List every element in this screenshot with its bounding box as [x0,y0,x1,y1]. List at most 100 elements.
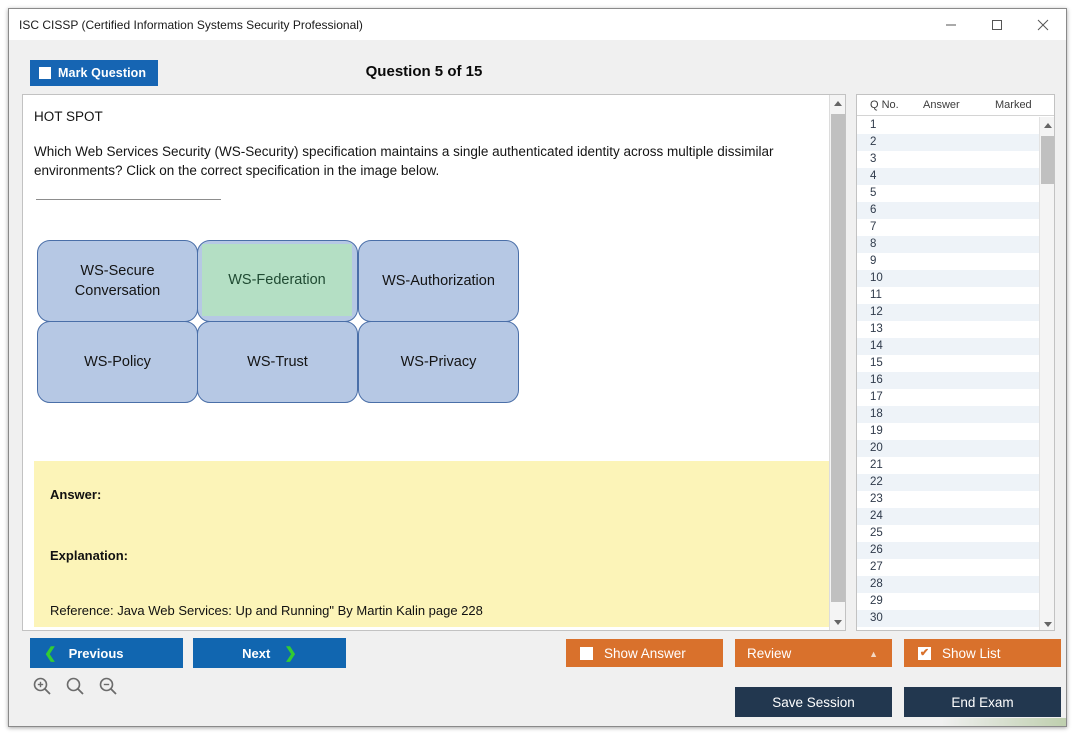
question-list-row[interactable]: 23 [857,491,1040,508]
next-button-label: Next [242,646,270,661]
close-icon[interactable] [1020,9,1066,40]
question-number: 28 [870,578,883,590]
explanation-label: Explanation: [50,548,128,563]
question-number: 26 [870,544,883,556]
maximize-icon[interactable] [974,9,1020,40]
separator-rule [36,199,221,200]
question-list-row[interactable]: 21 [857,457,1040,474]
question-number: 20 [870,442,883,454]
hotspot-box-ws-authorization[interactable]: WS-Authorization [358,240,519,322]
review-dropdown-button[interactable]: Review ▲ [735,639,892,667]
scroll-down-arrow-icon[interactable] [830,613,846,630]
question-list-row[interactable]: 30 [857,610,1040,627]
question-list-row[interactable]: 14 [857,338,1040,355]
hotspot-box-ws-secure-conversation[interactable]: WS-Secure Conversation [37,240,198,322]
exam-application-window: ISC CISSP (Certified Information Systems… [8,8,1067,727]
previous-button[interactable]: ❮ Previous [30,638,183,668]
hotspot-box-ws-policy[interactable]: WS-Policy [37,321,198,403]
question-number: 11 [870,289,882,301]
previous-button-label: Previous [69,646,124,661]
question-list-row[interactable]: 25 [857,525,1040,542]
show-list-checkbox-icon[interactable]: ✔ [918,647,931,660]
question-list-row[interactable]: 20 [857,440,1040,457]
question-list-row[interactable]: 15 [857,355,1040,372]
question-list-row[interactable]: 19 [857,423,1040,440]
question-number: 2 [870,136,876,148]
question-number: 8 [870,238,876,250]
question-list-scrollbar[interactable] [1039,117,1054,631]
question-list-row[interactable]: 11 [857,287,1040,304]
content-vertical-scrollbar[interactable] [829,95,845,630]
question-list-row[interactable]: 16 [857,372,1040,389]
question-list-row[interactable]: 7 [857,219,1040,236]
question-list-row[interactable]: 24 [857,508,1040,525]
question-number: 1 [870,119,876,131]
show-answer-checkbox-icon[interactable]: ✖ [580,647,593,660]
question-number: 15 [870,357,883,369]
question-list-row[interactable]: 28 [857,576,1040,593]
column-header-answer: Answer [923,99,960,111]
list-scroll-down-arrow-icon[interactable] [1040,615,1055,631]
question-number: 18 [870,408,883,420]
question-list-row[interactable]: 4 [857,168,1040,185]
question-list-row[interactable]: 22 [857,474,1040,491]
window-title: ISC CISSP (Certified Information Systems… [19,18,363,32]
answer-label: Answer: [50,487,101,502]
show-answer-label: Show Answer [604,646,686,661]
question-list-row[interactable]: 27 [857,559,1040,576]
window-title-bar: ISC CISSP (Certified Information Systems… [9,9,1066,40]
question-list-row[interactable]: 9 [857,253,1040,270]
question-number: 16 [870,374,883,386]
show-answer-button[interactable]: ✖ Show Answer [566,639,723,667]
question-number: 3 [870,153,876,165]
chevron-left-icon: ❮ [44,646,57,661]
chevron-up-icon: ▲ [869,649,878,659]
question-list-row[interactable]: 29 [857,593,1040,610]
question-list-row[interactable]: 10 [857,270,1040,287]
chevron-right-icon: ❯ [284,646,297,661]
zoom-reset-icon[interactable] [64,675,86,697]
question-list-panel: Q No. Answer Marked 12345678910111213141… [856,94,1055,631]
question-list-header: Q No. Answer Marked [857,95,1054,116]
question-list-row[interactable]: 6 [857,202,1040,219]
question-list-row[interactable]: 12 [857,304,1040,321]
question-text: Which Web Services Security (WS-Security… [34,142,836,180]
column-header-q-no: Q No. [870,99,899,111]
save-session-label: Save Session [772,695,855,710]
question-list-row[interactable]: 17 [857,389,1040,406]
end-exam-button[interactable]: End Exam [904,687,1061,717]
hotspot-diagram: WS-Secure Conversation WS-Authorization … [37,240,537,405]
minimize-icon[interactable] [928,9,974,40]
question-list-scrollbar-thumb[interactable] [1041,136,1055,184]
question-number: 27 [870,561,883,573]
show-list-button[interactable]: ✔ Show List [904,639,1061,667]
next-button[interactable]: Next ❯ [193,638,346,668]
question-list-row[interactable]: 2 [857,134,1040,151]
question-number: 10 [870,272,883,284]
question-number: 25 [870,527,883,539]
question-number: 30 [870,612,883,624]
question-list-row[interactable]: 3 [857,151,1040,168]
question-number: 14 [870,340,883,352]
hotspot-box-ws-federation[interactable] [197,240,358,322]
save-session-button[interactable]: Save Session [735,687,892,717]
question-number: 19 [870,425,883,437]
question-number: 9 [870,255,876,267]
question-number: 6 [870,204,876,216]
question-list-row[interactable]: 26 [857,542,1040,559]
question-type-label: HOT SPOT [34,109,103,124]
question-list-row[interactable]: 13 [857,321,1040,338]
question-list-row[interactable]: 5 [857,185,1040,202]
question-counter: Question 5 of 15 [9,63,839,80]
question-list-row[interactable]: 8 [857,236,1040,253]
scroll-up-arrow-icon[interactable] [830,95,846,112]
question-list-row[interactable]: 1 [857,117,1040,134]
content-scrollbar-thumb[interactable] [831,114,845,602]
hotspot-box-ws-trust[interactable]: WS-Trust [197,321,358,403]
hotspot-box-ws-privacy[interactable]: WS-Privacy [358,321,519,403]
question-list-row[interactable]: 18 [857,406,1040,423]
zoom-in-icon[interactable] [31,675,53,697]
zoom-out-icon[interactable] [97,675,119,697]
question-list-rows[interactable]: 1234567891011121314151617181920212223242… [857,117,1040,631]
list-scroll-up-arrow-icon[interactable] [1040,117,1055,134]
